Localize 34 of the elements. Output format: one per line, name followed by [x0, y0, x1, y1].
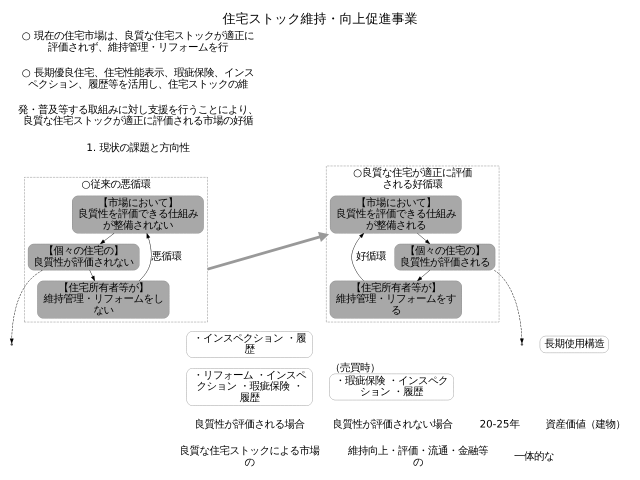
- node-box: 【住宅所有者等が】 維持管理・リフォームをする: [330, 280, 462, 318]
- node-box: 【住宅所有者等が】 維持管理・リフォームをしない: [37, 280, 170, 318]
- label: 一体的な: [514, 450, 554, 462]
- edge-label: 好循環: [356, 250, 386, 262]
- arrow: [100, 232, 114, 244]
- label: 良質性が評価される場合: [194, 418, 305, 430]
- label: 良質な住宅ストックによる市場の: [180, 444, 320, 468]
- label: 良質性が評価されない場合: [332, 418, 453, 430]
- arrow: [10, 270, 43, 344]
- node-label: （売買時）: [330, 361, 380, 374]
- node-box: ・リフォーム ・インスペクション ・瑕疵保険 ・履歴: [186, 368, 313, 406]
- node-box: 【市場において】 良質性を評価できる仕組みが整備されない: [72, 195, 204, 233]
- label: ○ 長期優良住宅、住宅性能表示、瑕疵保険、インスペクション、履歴等を活用し、住宅ストックの維: [22, 66, 254, 90]
- label: 資産価値（建物）: [545, 418, 626, 430]
- node-box: 【個々の住宅の】 良質性が評価される: [394, 243, 496, 270]
- arrow: [89, 270, 95, 281]
- arrow: [417, 270, 430, 281]
- label: 20-25年: [480, 418, 520, 430]
- arrow: [138, 232, 152, 281]
- arrow: [207, 231, 330, 270]
- label: ○ 現在の住宅市場は、良質な住宅ストックが適正に評価されず、維持管理・リフォームを行: [22, 30, 254, 53]
- label: 維持向上・評価・流通・金融等の: [348, 444, 488, 468]
- arrow: [494, 269, 524, 344]
- node-box: 長期使用構造: [540, 335, 609, 353]
- edge-label: 悪循環: [151, 250, 182, 262]
- node-box: 【市場において】 良質性を評価できる仕組みが整備される: [330, 195, 462, 233]
- node-box: 【個々の住宅の】 良質性が評価されない: [28, 243, 140, 270]
- label: 発・普及等する取組みに対し支援を行うことにより、良質な住宅ストックが適正に評価される市場の好循: [18, 104, 258, 127]
- label: 1. 現状の課題と方向性: [86, 141, 190, 154]
- arrow: [351, 232, 364, 281]
- node-box: ・インスペクション ・履歴: [186, 330, 313, 358]
- arrow: [417, 232, 430, 244]
- node-box: ・瑕疵保険 ・インスペクション ・履歴: [329, 373, 454, 400]
- diagram-title: 住宅ストック維持・向上促進事業: [222, 12, 418, 27]
